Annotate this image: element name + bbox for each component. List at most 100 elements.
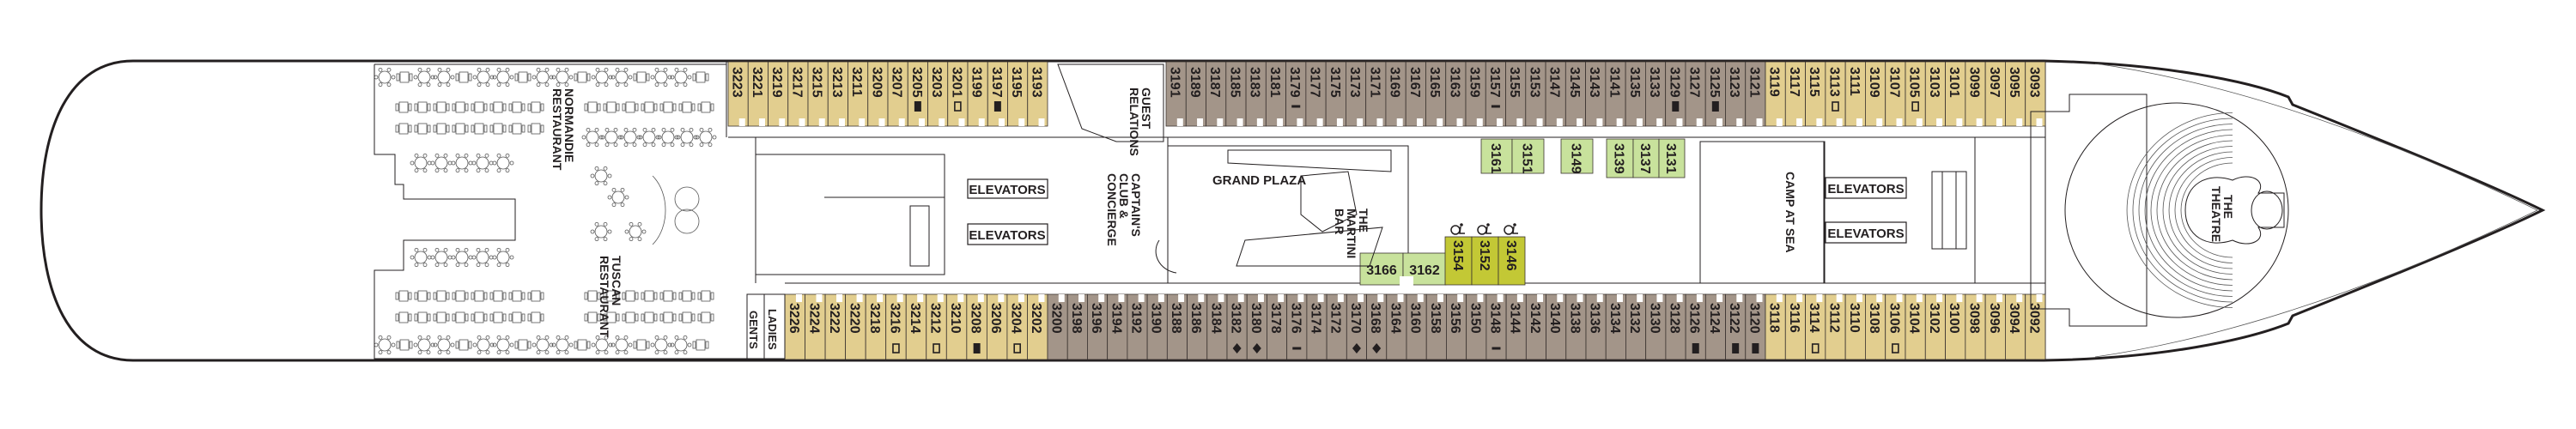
cabin-3221[interactable]: 3221 [747, 61, 769, 127]
cabin-3098[interactable]: 3098 [1965, 293, 1986, 360]
cabin-3099[interactable]: 3099 [1965, 61, 1986, 127]
cabin-3132[interactable]: 3132 [1625, 293, 1647, 360]
cabin-3174[interactable]: 3174 [1306, 293, 1327, 360]
cabin-3117[interactable]: 3117 [1784, 61, 1806, 127]
cabin-3120[interactable]: 3120 [1745, 293, 1766, 360]
cabin-3213[interactable]: 3213 [827, 61, 848, 127]
cabin-3212[interactable]: 3212 [926, 293, 947, 360]
cabin-3103[interactable]: 3103 [1924, 61, 1946, 127]
cabin-3203[interactable]: 3203 [927, 61, 949, 127]
cabin-3215[interactable]: 3215 [807, 61, 829, 127]
cabin-3158[interactable]: 3158 [1425, 293, 1447, 360]
cabin-3106[interactable]: 3106 [1885, 293, 1906, 360]
cabin-3137[interactable]: 3137 [1632, 138, 1660, 178]
cabin-3160[interactable]: 3160 [1406, 293, 1427, 360]
cabin-3093[interactable]: 3093 [2025, 61, 2046, 127]
cabin-3119[interactable]: 3119 [1765, 61, 1786, 127]
cabin-3115[interactable]: 3115 [1805, 61, 1826, 127]
cabin-3175[interactable]: 3175 [1325, 61, 1346, 127]
cabin-3218[interactable]: 3218 [865, 293, 887, 360]
cabin-3182[interactable]: 3182 [1226, 293, 1248, 360]
cabin-3186[interactable]: 3186 [1187, 293, 1208, 360]
cabin-3169[interactable]: 3169 [1385, 61, 1406, 127]
cabin-3206[interactable]: 3206 [986, 293, 1008, 360]
cabin-3155[interactable]: 3155 [1505, 61, 1527, 127]
cabin-3151[interactable]: 3151 [1511, 138, 1545, 174]
cabin-3191[interactable]: 3191 [1165, 61, 1187, 127]
cabin-3184[interactable]: 3184 [1206, 293, 1228, 360]
cabin-3217[interactable]: 3217 [787, 61, 809, 127]
cabin-3146[interactable]: 3146 [1498, 223, 1526, 286]
cabin-3198[interactable]: 3198 [1066, 293, 1088, 360]
cabin-3100[interactable]: 3100 [1945, 293, 1966, 360]
cabin-3172[interactable]: 3172 [1326, 293, 1347, 360]
cabin-3190[interactable]: 3190 [1146, 293, 1168, 360]
cabin-3166[interactable]: 3166 [1359, 252, 1404, 286]
elevators-aft-starboard[interactable]: ELEVATORS [967, 223, 1048, 245]
cabin-3192[interactable]: 3192 [1127, 293, 1148, 360]
cabin-3168[interactable]: 3168 [1366, 293, 1388, 360]
cabin-3159[interactable]: 3159 [1465, 61, 1486, 127]
cabin-3130[interactable]: 3130 [1645, 293, 1667, 360]
cabin-3226[interactable]: 3226 [784, 293, 805, 360]
cabin-3112[interactable]: 3112 [1825, 293, 1846, 360]
cabin-3204[interactable]: 3204 [1006, 293, 1028, 360]
cabin-3207[interactable]: 3207 [887, 61, 908, 127]
cabin-3104[interactable]: 3104 [1905, 293, 1926, 360]
cabin-3124[interactable]: 3124 [1704, 293, 1726, 360]
cabin-3219[interactable]: 3219 [768, 61, 789, 127]
cabin-3143[interactable]: 3143 [1585, 61, 1607, 127]
cabin-3199[interactable]: 3199 [967, 61, 988, 127]
cabin-3156[interactable]: 3156 [1446, 293, 1467, 360]
cabin-3122[interactable]: 3122 [1725, 293, 1747, 360]
cabin-3178[interactable]: 3178 [1267, 293, 1288, 360]
cabin-3121[interactable]: 3121 [1745, 61, 1766, 127]
cabin-3216[interactable]: 3216 [885, 293, 907, 360]
cabin-3194[interactable]: 3194 [1107, 293, 1128, 360]
cabin-3173[interactable]: 3173 [1346, 61, 1367, 127]
cabin-3195[interactable]: 3195 [1007, 61, 1029, 127]
cabin-3109[interactable]: 3109 [1865, 61, 1886, 127]
cabin-3181[interactable]: 3181 [1265, 61, 1287, 127]
cabin-3185[interactable]: 3185 [1225, 61, 1247, 127]
cabin-3147[interactable]: 3147 [1545, 61, 1566, 127]
cabin-3220[interactable]: 3220 [845, 293, 866, 360]
cabin-3135[interactable]: 3135 [1625, 61, 1646, 127]
cabin-3210[interactable]: 3210 [945, 293, 968, 360]
cabin-3150[interactable]: 3150 [1466, 293, 1487, 360]
cabin-3224[interactable]: 3224 [805, 293, 826, 360]
cabin-3211[interactable]: 3211 [848, 61, 869, 127]
cabin-3096[interactable]: 3096 [1984, 293, 2006, 360]
cabin-3145[interactable]: 3145 [1564, 61, 1587, 127]
cabin-3131[interactable]: 3131 [1658, 138, 1686, 178]
cabin-3128[interactable]: 3128 [1665, 293, 1686, 360]
cabin-3170[interactable]: 3170 [1346, 293, 1367, 360]
cabin-3214[interactable]: 3214 [905, 293, 927, 360]
cabin-3107[interactable]: 3107 [1885, 61, 1906, 127]
cabin-3108[interactable]: 3108 [1865, 293, 1886, 360]
cabin-3187[interactable]: 3187 [1206, 61, 1227, 127]
cabin-3144[interactable]: 3144 [1505, 293, 1527, 360]
cabin-3161[interactable]: 3161 [1480, 138, 1513, 174]
cabin-3111[interactable]: 3111 [1844, 61, 1866, 127]
theatre[interactable]: THE THEATRE [2030, 94, 2289, 327]
cabin-3129[interactable]: 3129 [1665, 61, 1686, 127]
cabin-3127[interactable]: 3127 [1685, 61, 1706, 127]
cabin-3148[interactable]: 3148 [1485, 293, 1507, 360]
cabin-3189[interactable]: 3189 [1185, 61, 1206, 127]
cabin-3126[interactable]: 3126 [1685, 293, 1706, 360]
cabin-3176[interactable]: 3176 [1286, 293, 1308, 360]
cabin-3138[interactable]: 3138 [1565, 293, 1587, 360]
cabin-3164[interactable]: 3164 [1386, 293, 1407, 360]
cabin-3222[interactable]: 3222 [824, 293, 847, 360]
elevators-fwd-port[interactable]: ELEVATORS [1825, 177, 1907, 199]
cabin-3097[interactable]: 3097 [1984, 61, 2006, 127]
cabin-3171[interactable]: 3171 [1365, 61, 1387, 127]
cabin-3154[interactable]: 3154 [1444, 223, 1473, 286]
cabin-3153[interactable]: 3153 [1525, 61, 1546, 127]
cabin-3116[interactable]: 3116 [1784, 293, 1806, 360]
cabin-3101[interactable]: 3101 [1945, 61, 1966, 127]
cabin-3123[interactable]: 3123 [1725, 61, 1747, 127]
cabin-3136[interactable]: 3136 [1585, 293, 1607, 360]
cabin-3133[interactable]: 3133 [1645, 61, 1667, 127]
